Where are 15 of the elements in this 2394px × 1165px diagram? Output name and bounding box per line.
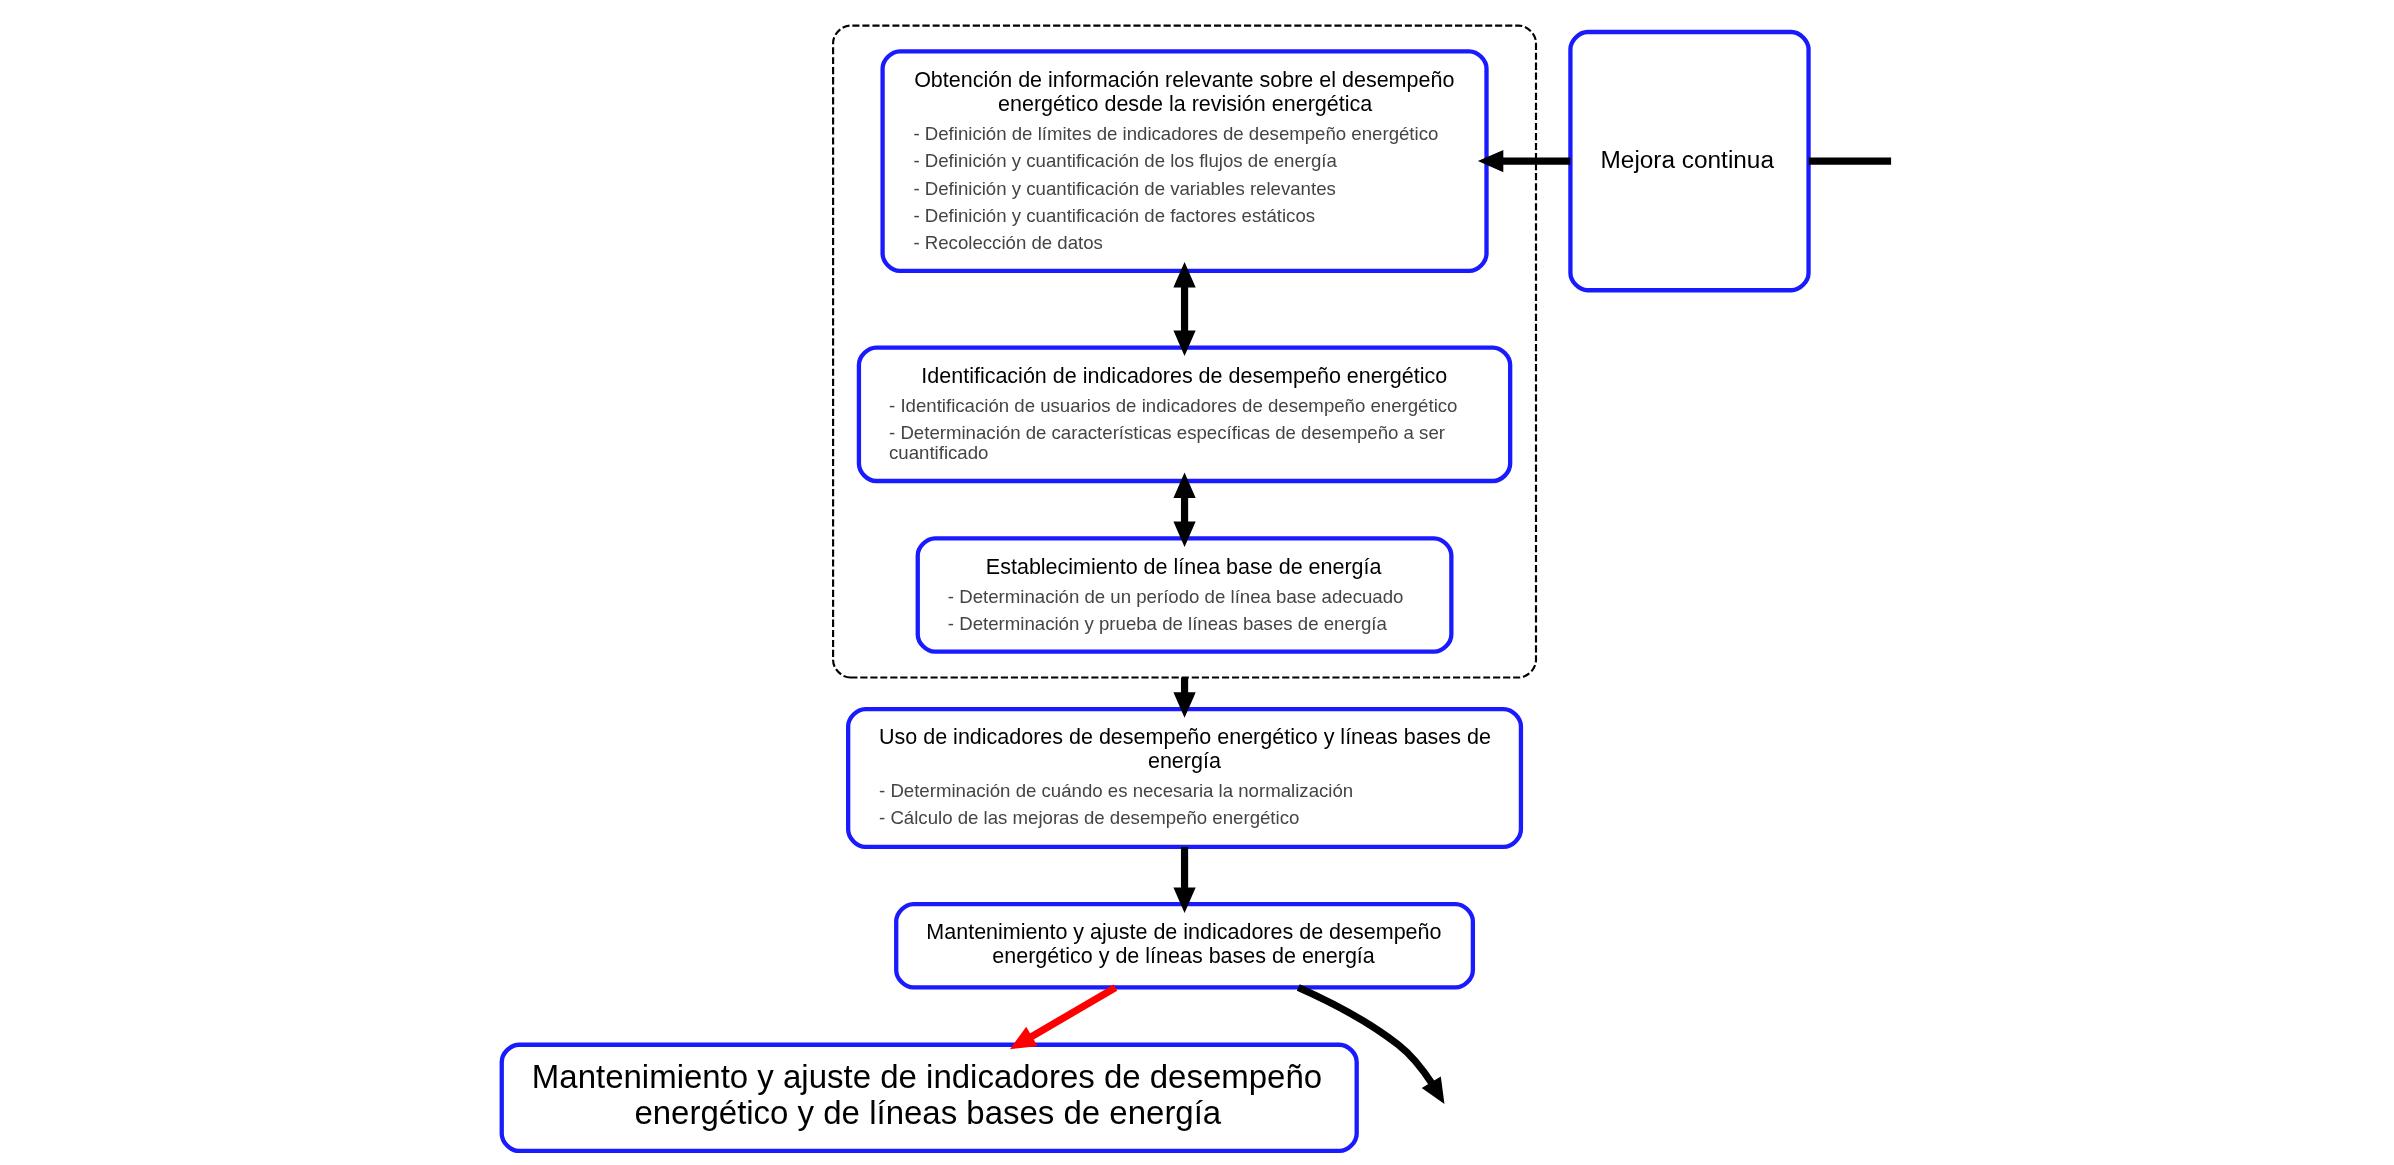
node-box: Mantenimiento y ajuste de indicadores de desempeño energético y de líneas bases de energía: [499, 1042, 1359, 1154]
node-box: Mejora continua: [1568, 29, 1811, 293]
arrow: [1173, 261, 1196, 356]
arrow: [1173, 472, 1196, 547]
node-box: Obtención de información relevante sobre el desempeño energético desde la revisión energética - Definición de límites de indicadores de desempeño energético - Definición y cuantificación de los flujos de energía - Definición y cuantificación de variables relevantes - Definición y cuantificación de factores estáticos - Recolección de datos: [880, 49, 1489, 273]
connector: [1808, 157, 1892, 165]
node-box: Establecimiento de línea base de energía - Determinación de un período de línea base adecuado - Determinación y prueba de líneas bases de energía: [915, 536, 1454, 654]
arrow: [1173, 846, 1196, 914]
arrow: [1477, 150, 1571, 173]
node-box: Uso de indicadores de desempeño energético y líneas bases de energía - Determinación de cuándo es necesaria la normalización - Cálculo de las mejoras de desempeño energético: [846, 706, 1524, 849]
cluster: [832, 24, 1538, 679]
arrow: [1009, 984, 1118, 1050]
node-box: Mantenimiento y ajuste de indicadores de desempeño energético y de líneas bases de energía: [894, 902, 1476, 990]
node-box: Identificación de indicadores de desempeño energético - Identificación de usuarios de indicadores de desempeño energético - Determinación de características específicas de desempeño a ser cuantificado: [856, 345, 1513, 484]
arrow: [1173, 677, 1196, 718]
